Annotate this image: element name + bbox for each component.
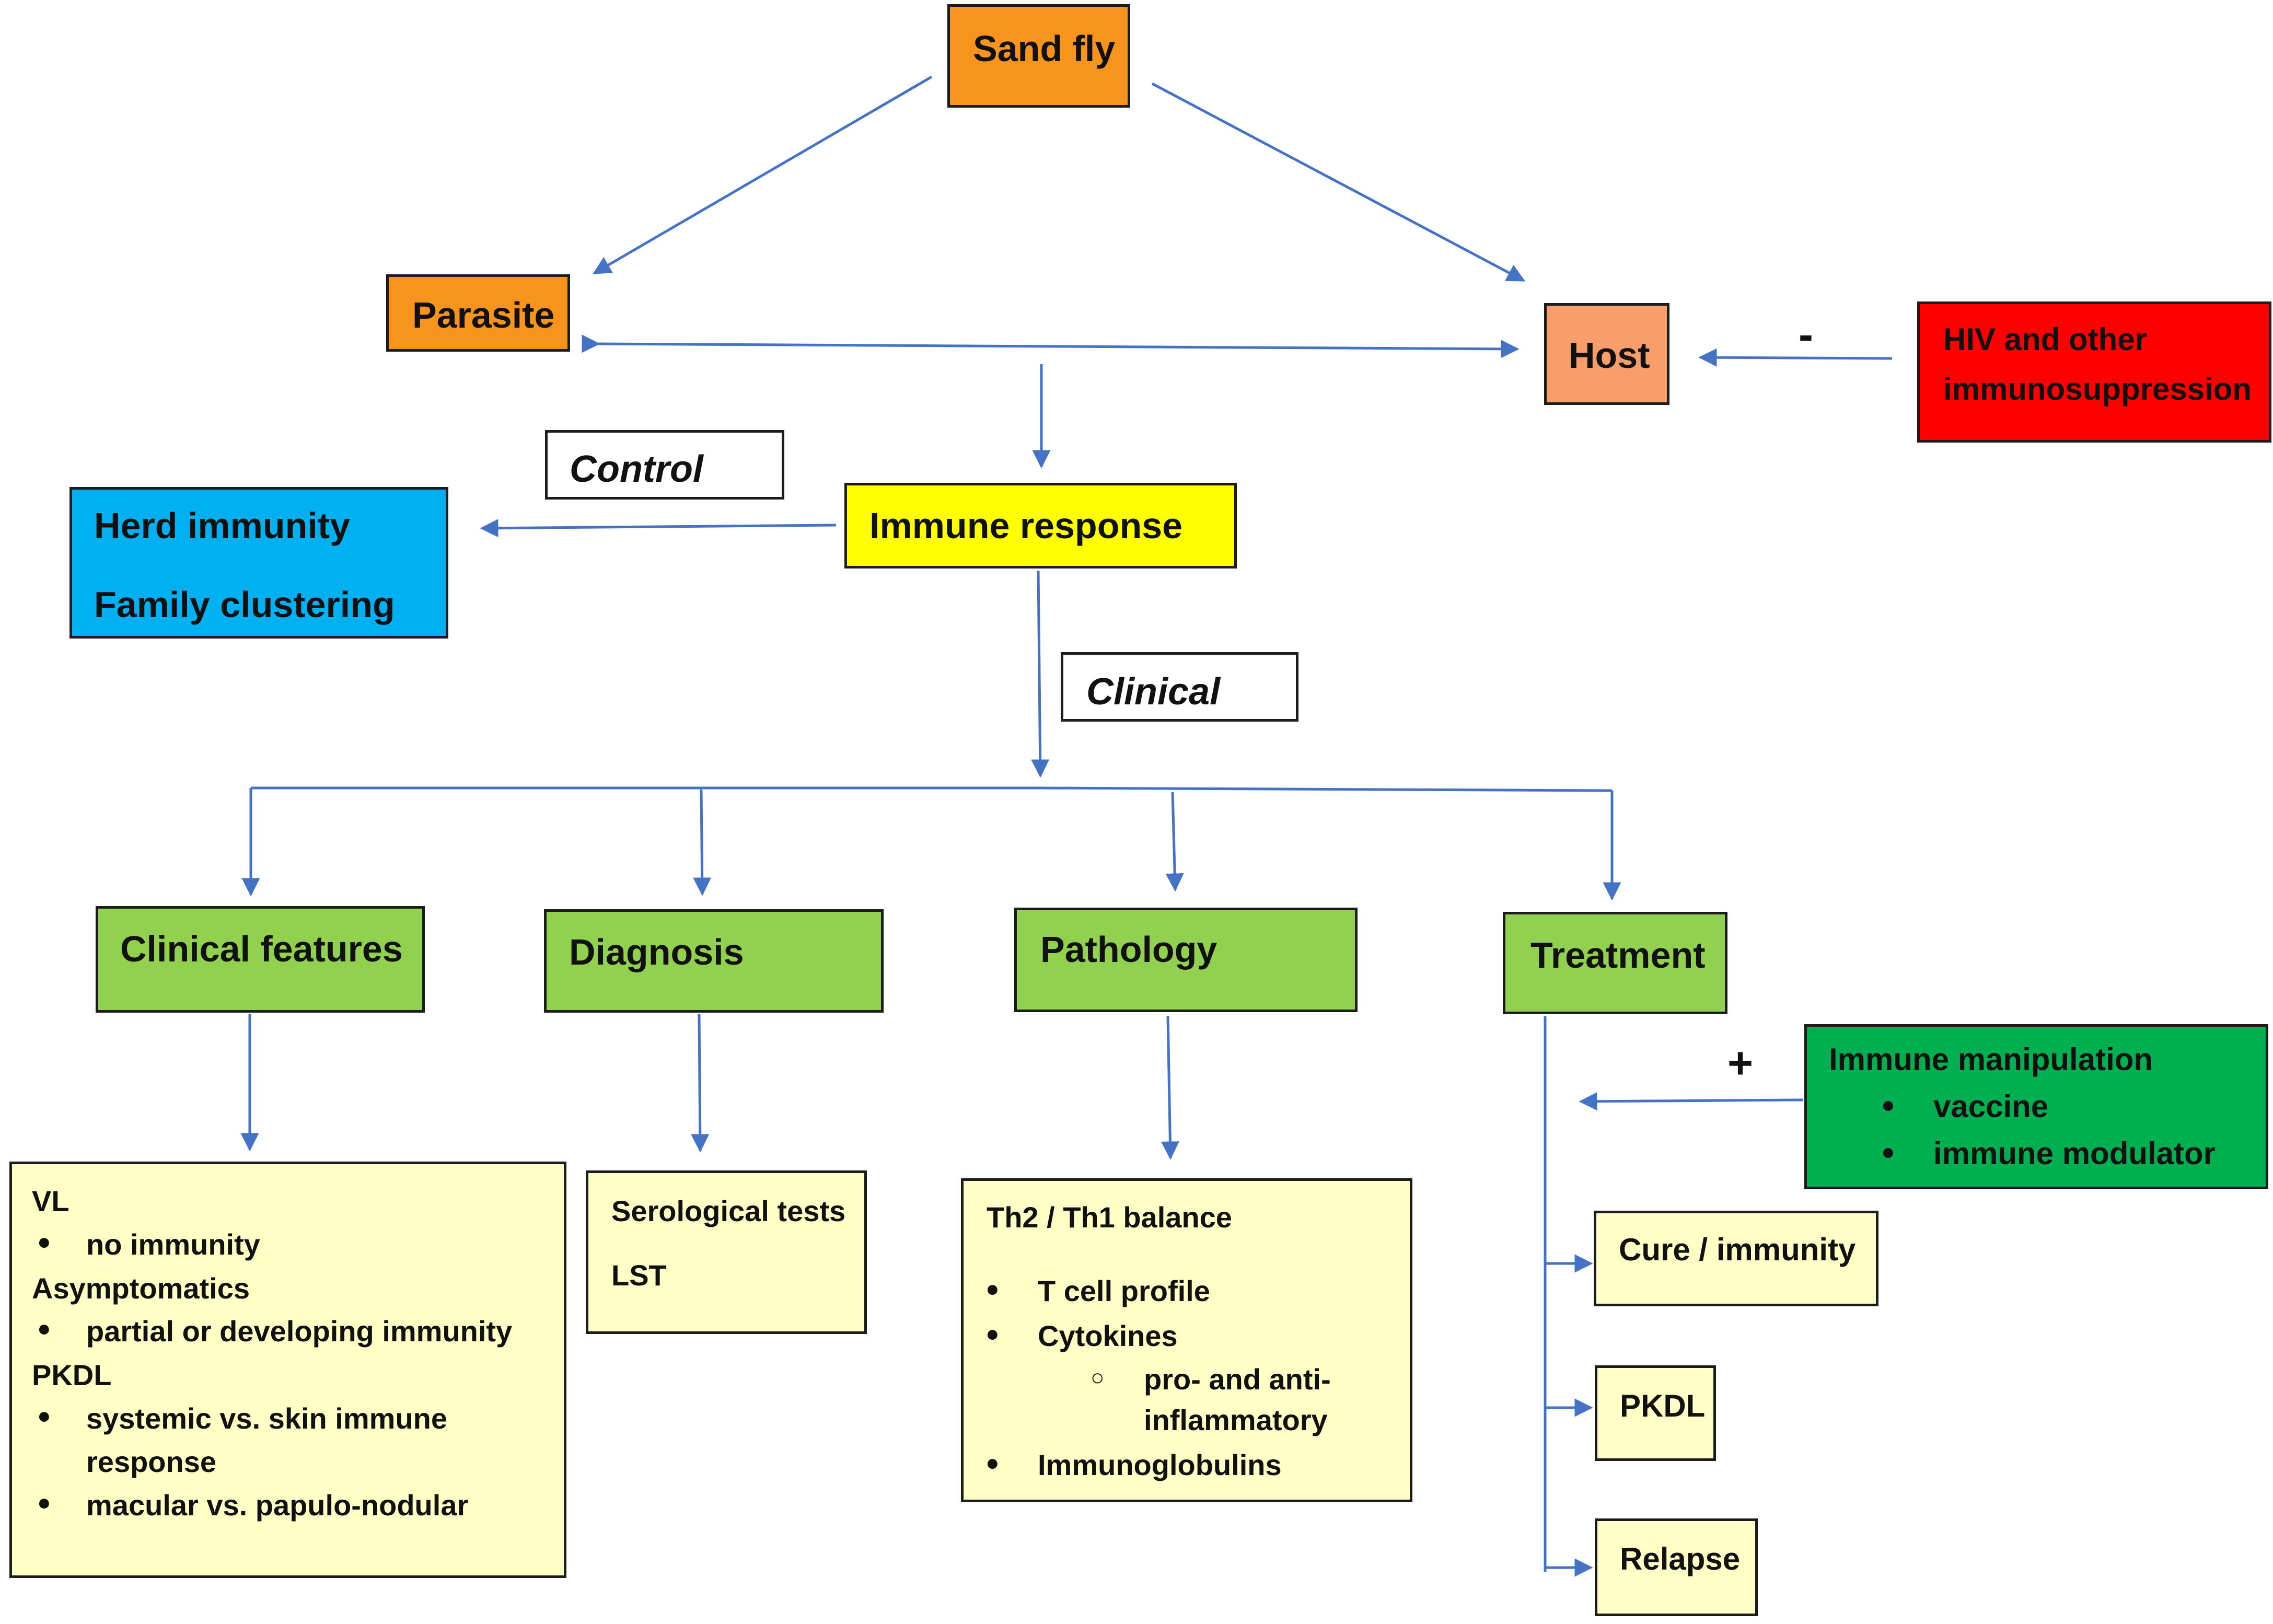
pkdl-outcome-label: PKDL (1620, 1388, 1706, 1423)
bullet: ● (37, 1229, 51, 1255)
sand-fly-node: Sand fly (947, 4, 1130, 108)
vaccine-item: vaccine (1933, 1089, 2049, 1124)
immune-response-label: Immune response (869, 505, 1183, 546)
minus-sign: - (1799, 310, 1813, 359)
herd-immunity-node: Herd immunity Family clustering (69, 487, 448, 639)
family-clustering-label: Family clustering (94, 584, 395, 625)
clinical-features-detail: VL ● no immunity Asymptomatics ● partial… (9, 1162, 566, 1578)
pkdl-item-1-line2: response (86, 1445, 216, 1478)
bullet: ● (985, 1450, 1000, 1476)
hiv-label-line1: HIV and other (1943, 322, 2148, 357)
diagnosis-node: Diagnosis (544, 909, 884, 1013)
arrow-sandfly-to-parasite (592, 75, 933, 275)
pathology-label: Pathology (1040, 929, 1217, 970)
hiv-label-line2: immunosuppression (1943, 372, 2252, 407)
arrow-immune-to-branch (1031, 570, 1050, 778)
vl-item: no immunity (86, 1228, 260, 1261)
arrow-to-diagnosis (693, 789, 712, 896)
bullet: ● (1881, 1139, 1895, 1165)
cure-immunity-node: Cure / immunity (1594, 1211, 1878, 1306)
asymptomatics-heading: Asymptomatics (32, 1272, 250, 1305)
treatment-label: Treatment (1530, 935, 1706, 976)
bullet: ● (37, 1403, 51, 1429)
clinical-features-node: Clinical features (96, 906, 425, 1013)
immune-manipulation-label: Immune manipulation (1829, 1042, 2153, 1077)
clinical-label: Clinical (1086, 671, 1221, 713)
arrow-sandfly-to-host (1151, 82, 1526, 282)
immune-response-node: Immune response (844, 483, 1237, 569)
lst: LST (611, 1259, 667, 1292)
th2-th1-heading: Th2 / Th1 balance (987, 1201, 1232, 1234)
arrow-diagnosis-down (691, 1014, 710, 1153)
arrow-pathology-down (1161, 1015, 1179, 1160)
diagnosis-label: Diagnosis (569, 932, 744, 972)
pkdl-outcome-node: PKDL (1595, 1365, 1716, 1461)
pro-anti-line1: pro- and anti- (1144, 1363, 1331, 1396)
bullet: ● (985, 1276, 1000, 1302)
control-label-box: Control (545, 430, 784, 500)
herd-immunity-label: Herd immunity (94, 505, 351, 546)
cytokines-item: Cytokines (1038, 1319, 1178, 1352)
host-node: Host (1544, 303, 1669, 405)
arrow-hiv-to-host (1698, 348, 1893, 367)
t-cell-profile-item: T cell profile (1038, 1274, 1210, 1307)
bullet: ● (37, 1490, 51, 1515)
pathology-detail: Th2 / Th1 balance ● T cell profile ● Cyt… (961, 1178, 1412, 1502)
parasite-node: Parasite (386, 274, 570, 352)
branch-bar (251, 786, 1613, 792)
arrow-manipulation-to-treatment (1579, 1092, 1804, 1111)
pkdl-item-1-line1: systemic vs. skin immune (86, 1402, 448, 1435)
clinical-label-box: Clinical (1061, 652, 1298, 722)
arrow-to-pathology (1165, 792, 1184, 892)
serological-tests: Serological tests (611, 1194, 846, 1227)
diagnosis-detail: Serological tests LST (586, 1170, 867, 1334)
pkdl-item-2: macular vs. papulo-nodular (86, 1489, 469, 1522)
clinical-features-label: Clinical features (120, 929, 403, 969)
relapse-label: Relapse (1620, 1541, 1741, 1576)
hiv-node: HIV and other immunosuppression (1917, 301, 2271, 443)
bullet: ● (37, 1316, 51, 1341)
arrow-parasite-host-bidirectional (582, 334, 1520, 358)
pkdl-heading: PKDL (32, 1359, 112, 1391)
bullet: ● (1881, 1092, 1895, 1118)
relapse-node: Relapse (1595, 1518, 1758, 1616)
bullet: ● (985, 1321, 1000, 1347)
asymptomatics-item: partial or developing immunity (86, 1315, 513, 1348)
cure-immunity-label: Cure / immunity (1619, 1232, 1856, 1267)
immune-modulator-item: immune modulator (1933, 1136, 2216, 1171)
pro-anti-line2: inflammatory (1144, 1403, 1328, 1436)
sand-fly-label: Sand fly (973, 28, 1116, 69)
sub-bullet: ○ (1091, 1365, 1105, 1390)
pathology-node: Pathology (1014, 908, 1358, 1012)
arrow-immune-to-herd (480, 519, 837, 538)
vl-heading: VL (32, 1185, 69, 1217)
control-label: Control (570, 448, 703, 490)
parasite-label: Parasite (412, 295, 555, 335)
host-label: Host (1569, 335, 1650, 376)
immune-manipulation-node: Immune manipulation ● vaccine ● immune m… (1804, 1024, 2268, 1189)
plus-sign: + (1727, 1038, 1754, 1087)
immunoglobulins-item: Immunoglobulins (1038, 1448, 1282, 1481)
treatment-node: Treatment (1503, 912, 1727, 1014)
